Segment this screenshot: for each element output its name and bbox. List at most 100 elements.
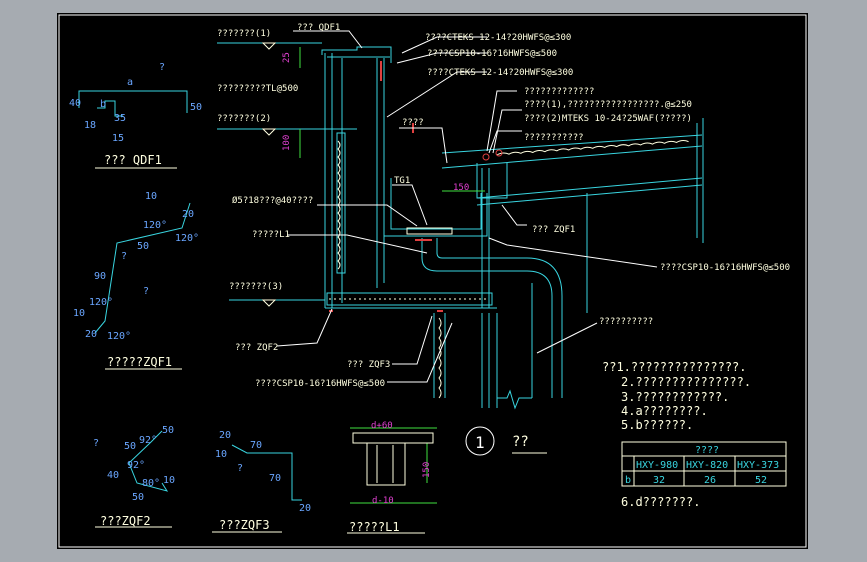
label-level-3: ???????(3) [229,282,283,292]
qdf1-18: 18 [84,120,96,131]
zqf1-120a: 120° [143,220,167,231]
zqf2-10: 10 [163,475,175,486]
cad-drawing: ??? QDF1 ????CTEKS 12-14?20HWFS@≤300 ???… [58,14,807,548]
label-cteks-2: ????CTEKS 12-14?20HWFS@≤300 [427,68,573,78]
dimension-lines [299,47,485,504]
zqf2-40: 40 [107,470,119,481]
label-zqf1: ??? ZQF1 [532,225,575,235]
detail-label: ?? [512,434,529,450]
zqf1-120b: 120° [175,233,199,244]
general-notes: ??1.???????????????. 2.???????????????. … [602,360,751,509]
zqf2-50b: 50 [132,492,144,503]
table-val-3: 52 [755,475,767,486]
qdf1-40: 40 [69,98,81,109]
zqf2-92b: 92° [127,460,145,471]
table-col-1: HXY-980 [636,460,678,471]
dim-25: 25 [282,52,292,63]
zqf3-10: 10 [215,449,227,460]
l1-title: ?????L1 [349,520,400,534]
profile-l1: d+60 150 d-10 ?????L1 [347,421,434,534]
zqf1-50: 50 [137,241,149,252]
profile-zqf3: 20 10 70 ? 70 20 ???ZQF3 [212,430,311,533]
zqf1-q2: ? [143,286,149,297]
label-csp-3: ????CSP10-16?16HWFS@≤500 [255,379,385,389]
note-1: ??1.???????????????. [602,360,747,374]
label-gutter: ????????????? [524,87,594,97]
zqf2-50a: 50 [124,441,136,452]
note-5: 5.b??????. [621,418,693,432]
profile-qdf1: ? a b 40 50 35 18 15 ??? QDF1 [69,62,202,169]
qdf1-title: ??? QDF1 [104,153,162,167]
table-col-2: HXY-820 [686,460,728,471]
zqf1-20a: 20 [182,209,194,220]
label-qdf1: ??? QDF1 [297,23,340,33]
zqf2-q: ? [93,438,99,449]
dim-150: 150 [453,183,469,193]
zqf2-50c: 50 [162,425,174,436]
label-note-1: ????(1),?????????????????.@≤250 [524,100,692,110]
label-csp-1: ????CSP10-16?16HWFS@≤500 [427,49,557,59]
label-zqf3: ??? ZQF3 [347,360,390,370]
profile-zqf1: 10 20 120° 120° 50 ? 90 ? 120° 10 20 120… [73,191,199,370]
zqf1-120d: 120° [107,331,131,342]
l1-150: 150 [422,462,432,478]
qdf1-a: a [127,77,133,88]
zqf3-70b: 70 [269,473,281,484]
cad-drawing-canvas: ??? QDF1 ????CTEKS 12-14?20HWFS@≤300 ???… [57,13,808,549]
qdf1-35: 35 [114,113,126,124]
leader-lines [276,30,658,383]
label-4: ???? [402,118,424,128]
qdf1-b: b [100,99,106,110]
label-zqf2: ??? ZQF2 [235,343,278,353]
zqf3-20b: 20 [299,503,311,514]
zqf2-92a: 92° [139,435,157,446]
label-mteks: ????(2)MTEKS 10-24?25WAF(?????) [524,114,692,124]
table-val-2: 26 [704,475,716,486]
zqf3-70a: 70 [250,440,262,451]
thickness-table: ???? b HXY-980 HXY-820 HXY-373 32 26 52 [621,441,787,487]
label-cteks-1: ????CTEKS 12-14?20HWFS@≤300 [425,33,571,43]
zqf3-q: ? [237,463,243,474]
table-col-3: HXY-373 [737,460,779,471]
l1-dd60: d+60 [371,421,393,431]
zqf3-title: ???ZQF3 [219,518,270,532]
dim-100: 100 [282,135,292,151]
table-val-1: 32 [653,475,665,486]
label-note-3: ??????????? [524,133,584,143]
zqf1-120c: 120° [89,297,113,308]
zqf1-10a: 10 [145,191,157,202]
note-6: 6.d???????. [621,495,700,509]
qdf1-q: ? [159,62,165,73]
profile-zqf2: ? 50 92° 50 40 92° 80° 10 50 ???ZQF2 [93,425,175,528]
label-tl: ?????????TL@500 [217,84,298,94]
note-3: 3.????????????. [621,390,729,404]
zqf1-20b: 20 [85,329,97,340]
section-detail [217,42,704,410]
zqf1-q1: ? [121,251,127,262]
note-4: 4.a????????. [621,404,708,418]
qdf1-50: 50 [190,102,202,113]
label-pipe: ?????????? [599,317,653,327]
level-markers [261,42,277,307]
section-annotations: ??? QDF1 ????CTEKS 12-14?20HWFS@≤300 ???… [217,23,790,389]
detail-marker: 1 ?? [465,426,547,456]
qdf1-15: 15 [112,133,124,144]
label-bolt: Ø5?18???@40???? [232,195,313,206]
note-2: 2.???????????????. [621,375,751,389]
drawing-frame [58,14,807,548]
label-csp-2: ????CSP10-16?16HWFS@≤500 [660,263,790,273]
zqf2-80: 80° [142,478,160,489]
label-l1: ?????L1 [252,230,290,240]
zqf2-title: ???ZQF2 [100,514,151,528]
l1-dd10: d-10 [372,496,394,506]
label-level-1: ???????(1) [217,29,271,39]
detail-number: 1 [475,433,485,452]
table-row-label: b [625,475,631,486]
zqf1-title: ?????ZQF1 [107,355,172,369]
label-level-2: ???????(2) [217,114,271,124]
table-header: ???? [695,445,719,456]
label-tg1: TG1 [394,176,410,186]
zqf1-90: 90 [94,271,106,282]
zqf1-10b: 10 [73,308,85,319]
zqf3-20a: 20 [219,430,231,441]
